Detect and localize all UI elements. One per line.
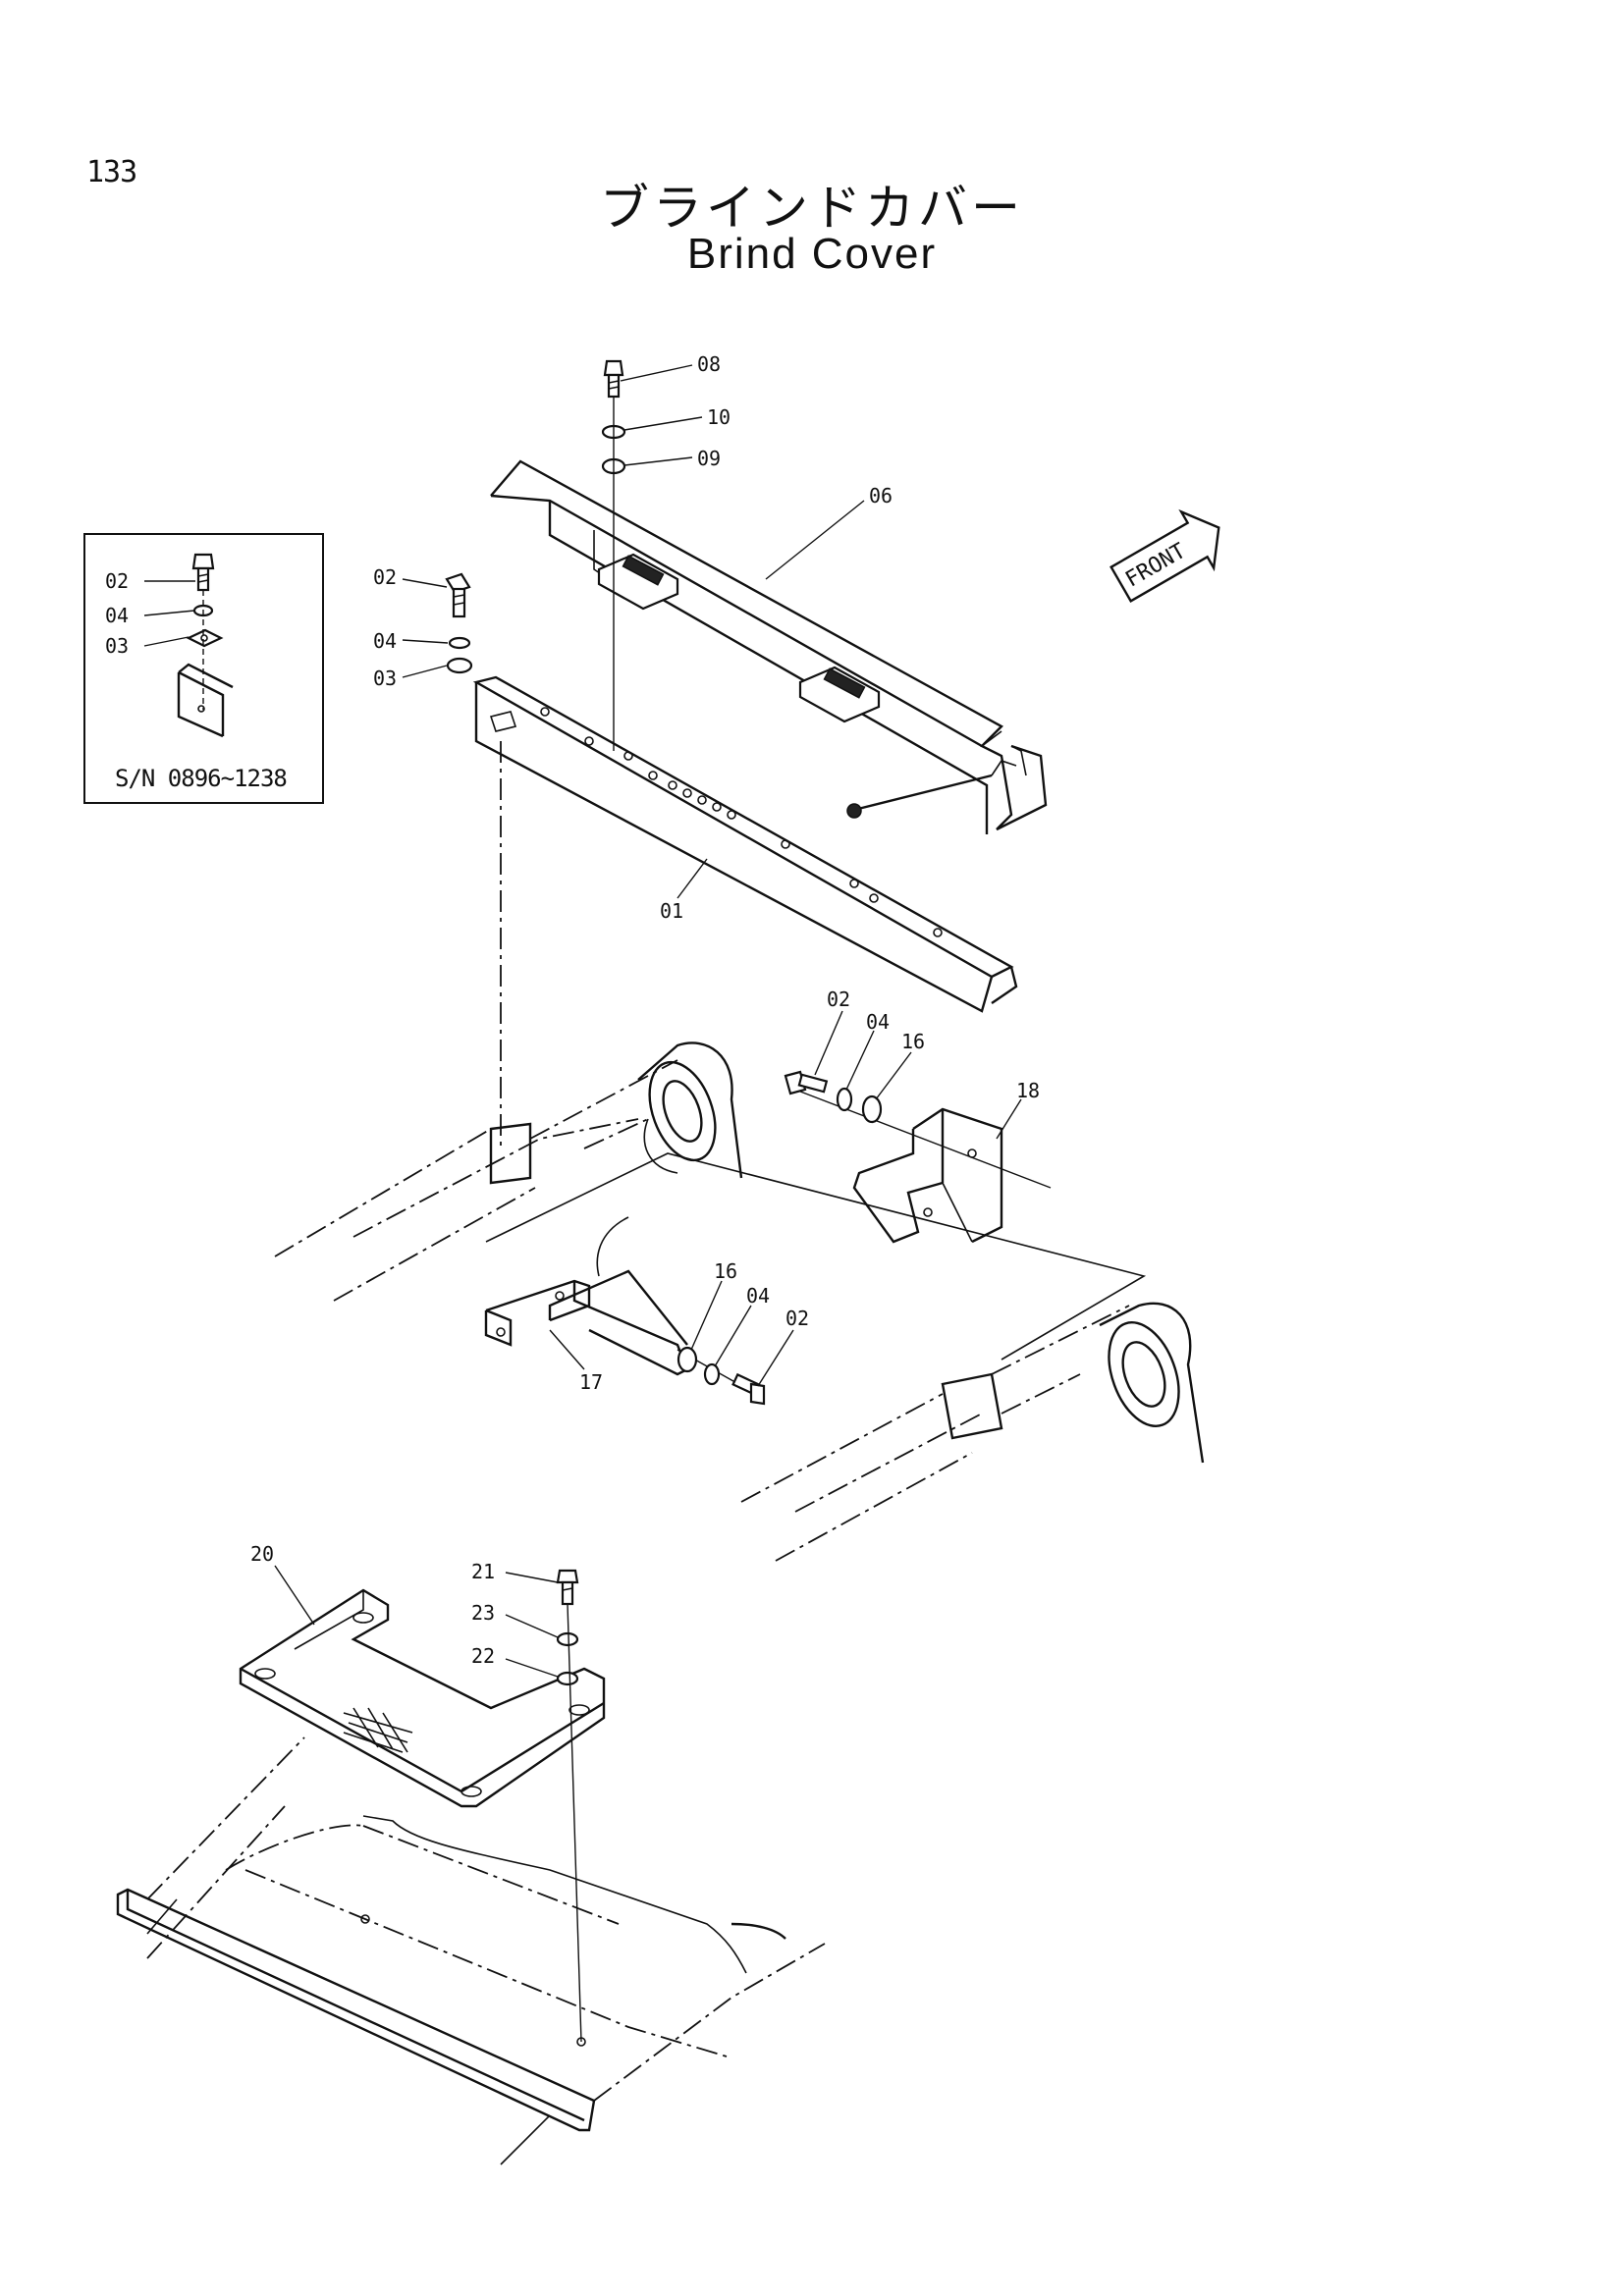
inset-rail: [177, 663, 234, 738]
title-japanese: ブラインドカバー: [600, 180, 1024, 237]
hinge-right: [798, 666, 881, 723]
callout-04-upper: 04: [373, 629, 397, 653]
callout-21: 21: [471, 1560, 495, 1583]
bracket-part-18: [852, 1107, 1003, 1244]
inset-plate-washer-part-03: [186, 628, 224, 648]
callout-03-upper: 03: [373, 667, 397, 690]
callout-09: 09: [697, 447, 721, 470]
bolt-part-02-upper: [445, 572, 471, 618]
base-frame-lower-right: [740, 1302, 1205, 1562]
hinge-left: [597, 553, 679, 611]
callout-04-right: 04: [866, 1010, 890, 1034]
serial-inset-box: 02 04 03 S/N 0896~1238: [83, 533, 324, 804]
base-frame-upper: [274, 1041, 1147, 1361]
serial-number-range: S/N 0896~1238: [115, 765, 288, 792]
washer-part-16-lower: [677, 1346, 698, 1373]
bolt-part-08: [603, 359, 624, 399]
callout-10: 10: [707, 405, 731, 429]
lock-washer-part-04-upper: [448, 636, 471, 650]
blind-cover-part-06: [490, 459, 1048, 834]
callout-23: 23: [471, 1601, 495, 1625]
front-label: FRONT: [1121, 539, 1190, 593]
bolt-part-02-right: [784, 1070, 829, 1095]
lower-frame: [116, 1736, 826, 2165]
lock-washer-part-04-lower: [703, 1362, 721, 1386]
callout-02-lower: 02: [785, 1307, 809, 1330]
callout-08: 08: [697, 352, 721, 376]
callout-01: 01: [660, 899, 683, 923]
support-rod: [846, 760, 1017, 819]
lock-washer-part-04-right: [836, 1087, 853, 1112]
washer-part-16-right: [861, 1095, 883, 1124]
callout-22: 22: [471, 1644, 495, 1668]
callout-labels: 08 10 09 06 02 04 03 01 02 04 16 18 16 0…: [250, 352, 1040, 1678]
frame-rail-part-01: [472, 675, 1018, 1013]
front-arrow-indicator: FRONT: [1110, 508, 1220, 603]
callout-20: 20: [250, 1542, 274, 1566]
bracket-18-axis: [794, 1089, 1052, 1189]
inset-drawing: 02 04 03: [105, 553, 234, 738]
washer-part-22: [556, 1671, 579, 1686]
bolt-part-21: [556, 1569, 579, 1606]
lock-washer-part-23: [556, 1631, 579, 1647]
bolt-part-02-lower: [731, 1372, 766, 1406]
inset-callout-02: 02: [105, 569, 129, 593]
title-english: Brind Cover: [686, 230, 938, 278]
callout-16-right: 16: [901, 1030, 925, 1053]
callout-06: 06: [869, 484, 893, 507]
page-number: 133: [86, 155, 137, 189]
callout-18: 18: [1016, 1079, 1040, 1102]
inset-callout-03: 03: [105, 634, 129, 658]
callout-04-lower: 04: [746, 1284, 770, 1308]
washer-part-03-upper: [446, 657, 473, 674]
callout-02-right: 02: [827, 988, 850, 1011]
bolt-axis-21: [567, 1603, 582, 2043]
callout-17: 17: [579, 1370, 603, 1394]
inset-bolt-part-02: [191, 553, 215, 592]
bracket-part-17: [484, 1269, 689, 1376]
plate-part-20: [239, 1588, 606, 1808]
callout-02-upper: 02: [373, 565, 397, 589]
inset-callout-04: 04: [105, 604, 129, 627]
callout-16-lower: 16: [714, 1259, 737, 1283]
